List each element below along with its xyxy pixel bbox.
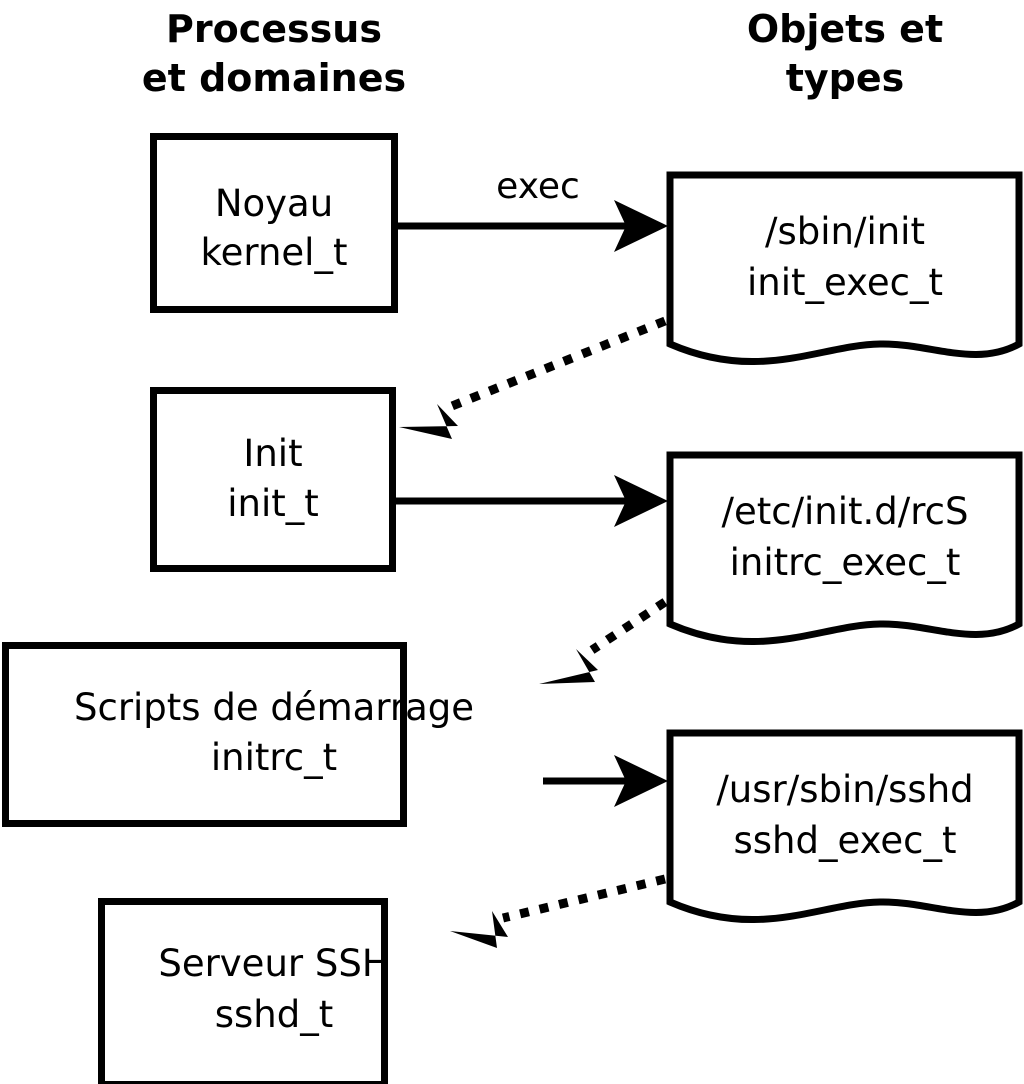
object-node-sshd-exec-fill (670, 733, 1019, 920)
column-header-left-line2: et domaines (142, 56, 406, 100)
column-header-right: Objets et types (747, 7, 943, 100)
object-node-sshd-exec-line2: sshd_exec_t (734, 819, 957, 862)
edge-initrc-exec-transition-arrowhead (539, 649, 598, 684)
edge-sshd-exec-transition (450, 874, 667, 948)
process-node-kernel-line1: Noyau (215, 182, 333, 225)
edge-initrc-exec-transition-line (589, 598, 668, 654)
process-node-sshd-line1: Serveur SSH (158, 942, 389, 985)
edge-init-exec-transition-arrowhead (399, 404, 458, 439)
edge-label-exec: exec (496, 166, 580, 207)
process-node-sshd-line2: sshd_t (215, 993, 334, 1036)
process-node-initrc[interactable]: Scripts de démarrage initrc_t (2, 642, 474, 827)
process-node-init-fill (153, 390, 393, 569)
process-node-init-border (150, 387, 396, 572)
edge-init-exec-rcs (396, 475, 668, 527)
process-node-init-line1: Init (243, 432, 302, 475)
object-node-sshd-exec[interactable]: /usr/sbin/sshd sshd_exec_t (666, 729, 1023, 923)
process-node-kernel-fill (153, 136, 395, 310)
object-node-init-exec-line2: init_exec_t (747, 261, 943, 304)
edge-init-exec-rcs-arrowhead (614, 475, 668, 527)
process-node-kernel-border (150, 133, 398, 313)
edge-initrc-exec-sshd (543, 755, 668, 807)
edge-kernel-exec-init-arrowhead (614, 200, 668, 252)
object-node-initrc-exec-border (666, 451, 1023, 645)
object-node-sshd-exec-line1: /usr/sbin/sshd (716, 768, 973, 811)
edge-sshd-exec-transition-arrowhead (450, 911, 508, 948)
edge-init-exec-transition-line (450, 316, 667, 411)
edge-kernel-exec-init: exec (398, 166, 668, 252)
process-node-initrc-line2: initrc_t (211, 736, 337, 779)
object-node-init-exec-fill (670, 175, 1019, 362)
process-node-initrc-fill (5, 645, 404, 824)
object-node-initrc-exec-fill (670, 455, 1019, 642)
process-node-initrc-line1: Scripts de démarrage (74, 686, 474, 729)
column-header-left-line1: Processus (166, 7, 382, 51)
process-node-sshd[interactable]: Serveur SSH sshd_t (98, 898, 390, 1084)
process-node-sshd-border (98, 898, 388, 1084)
process-node-kernel[interactable]: Noyau kernel_t (150, 133, 398, 313)
edge-sshd-exec-transition-line (501, 874, 667, 923)
edge-init-exec-transition (399, 316, 667, 439)
process-node-init[interactable]: Init init_t (150, 387, 396, 572)
object-node-initrc-exec-line2: initrc_exec_t (730, 541, 961, 584)
object-node-init-exec-border (666, 171, 1023, 365)
object-node-sshd-exec-border (666, 729, 1023, 923)
process-node-init-line2: init_t (227, 482, 319, 525)
process-node-initrc-border (2, 642, 407, 827)
object-node-initrc-exec-line1: /etc/init.d/rcS (721, 490, 968, 533)
process-node-sshd-fill (101, 901, 385, 1081)
column-header-right-line1: Objets et (747, 7, 943, 51)
column-header-right-line2: types (786, 56, 905, 100)
object-node-initrc-exec[interactable]: /etc/init.d/rcS initrc_exec_t (666, 451, 1023, 645)
process-node-kernel-line2: kernel_t (201, 231, 348, 274)
object-node-init-exec[interactable]: /sbin/init init_exec_t (666, 171, 1023, 365)
column-header-left: Processus et domaines (142, 7, 406, 100)
edge-initrc-exec-sshd-arrowhead (614, 755, 668, 807)
object-node-init-exec-line1: /sbin/init (765, 210, 925, 253)
edge-initrc-exec-transition (539, 598, 668, 684)
